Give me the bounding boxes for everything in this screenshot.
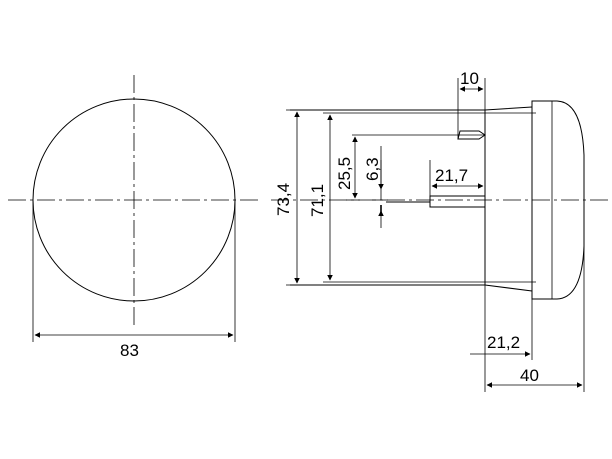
dim-25-5-label: 25,5 <box>335 157 354 190</box>
dim-21-2-label: 21,2 <box>487 333 520 352</box>
dim-40-label: 40 <box>520 366 539 385</box>
side-view-body-top-edge <box>290 106 533 111</box>
side-view-connector-body <box>429 195 486 208</box>
side-view-body-bottom-edge <box>290 284 533 292</box>
front-diameter-label: 83 <box>120 341 139 360</box>
front-view: 83 <box>8 75 262 360</box>
dim-21-7-label: 21,7 <box>435 166 468 185</box>
dim-6-3-label: 6,3 <box>363 157 382 181</box>
dim-71-1-label: 71,1 <box>308 184 327 217</box>
dim-73-4-label: 73,4 <box>274 183 293 216</box>
side-view-upper-pin <box>457 130 486 140</box>
side-view: 10 73,4 71,1 25,5 6,3 21,7 21,2 <box>271 69 609 392</box>
dim-10-label: 10 <box>460 69 479 88</box>
